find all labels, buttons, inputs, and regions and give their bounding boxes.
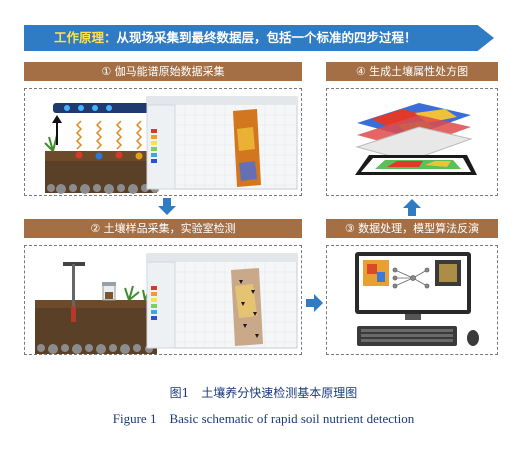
element-particle [95, 152, 103, 160]
arrow-right-icon [306, 294, 323, 312]
data-layer-stack [355, 103, 473, 162]
legend-swatches [151, 286, 157, 320]
data-processing-illustration [355, 252, 479, 346]
stage-1-panel [24, 88, 302, 196]
element-particle [135, 152, 143, 160]
gamma-ray-icon [75, 120, 143, 150]
stage-4-header: ④ 生成土壤属性处方图 [326, 62, 498, 81]
principle-banner: 工作原理：从现场采集到最终数据层，包括一个标准的四步过程！ [24, 25, 494, 51]
element-particle [115, 151, 123, 159]
keyboard-icon [357, 326, 457, 346]
plant-icon [44, 134, 58, 152]
software-screenshot [146, 253, 298, 349]
tablet-icon [355, 155, 477, 175]
banner-text: 工作原理：从现场采集到最终数据层，包括一个标准的四步过程！ [54, 25, 417, 51]
software-screenshot [146, 96, 298, 190]
stage-4-panel [326, 88, 498, 196]
arrow-up-icon [403, 199, 421, 216]
element-particle [75, 151, 83, 159]
plant-icon [124, 285, 140, 301]
stage-1-header: ① 伽马能谱原始数据采集 [24, 62, 302, 81]
banner-description: 从现场采集到最终数据层，包括一个标准的四步过程！ [116, 30, 417, 45]
figure-caption-cn: 图1 土壤养分快速检测基本原理图 [169, 386, 358, 400]
stage-3-header: ③ 数据处理，模型算法反演 [326, 219, 498, 238]
gamma-survey-illustration [44, 96, 298, 194]
prescription-map-illustration [355, 103, 477, 175]
soil-probe-icon [63, 262, 85, 322]
banner-key: 工作原理： [54, 30, 117, 45]
topsoil-layer [35, 300, 157, 308]
arrow-down-icon [158, 198, 176, 215]
neural-network-icon [392, 267, 430, 289]
stage-2-header: ② 土壤样品采集，实验室检测 [24, 219, 302, 238]
stage-3-panel [326, 245, 498, 355]
legend-swatches [151, 129, 157, 163]
banner-arrow-shape [24, 25, 494, 51]
gamma-detector [53, 103, 149, 113]
sample-jar-icon [102, 282, 116, 301]
figure-caption-en: Figure 1 Basic schematic of rapid soil n… [112, 411, 415, 426]
rock-layer [37, 344, 153, 354]
mouse-icon [467, 330, 479, 346]
soil-sampling-illustration [35, 253, 298, 354]
sample-point-markers [239, 280, 259, 338]
stage-2-panel [24, 245, 302, 355]
